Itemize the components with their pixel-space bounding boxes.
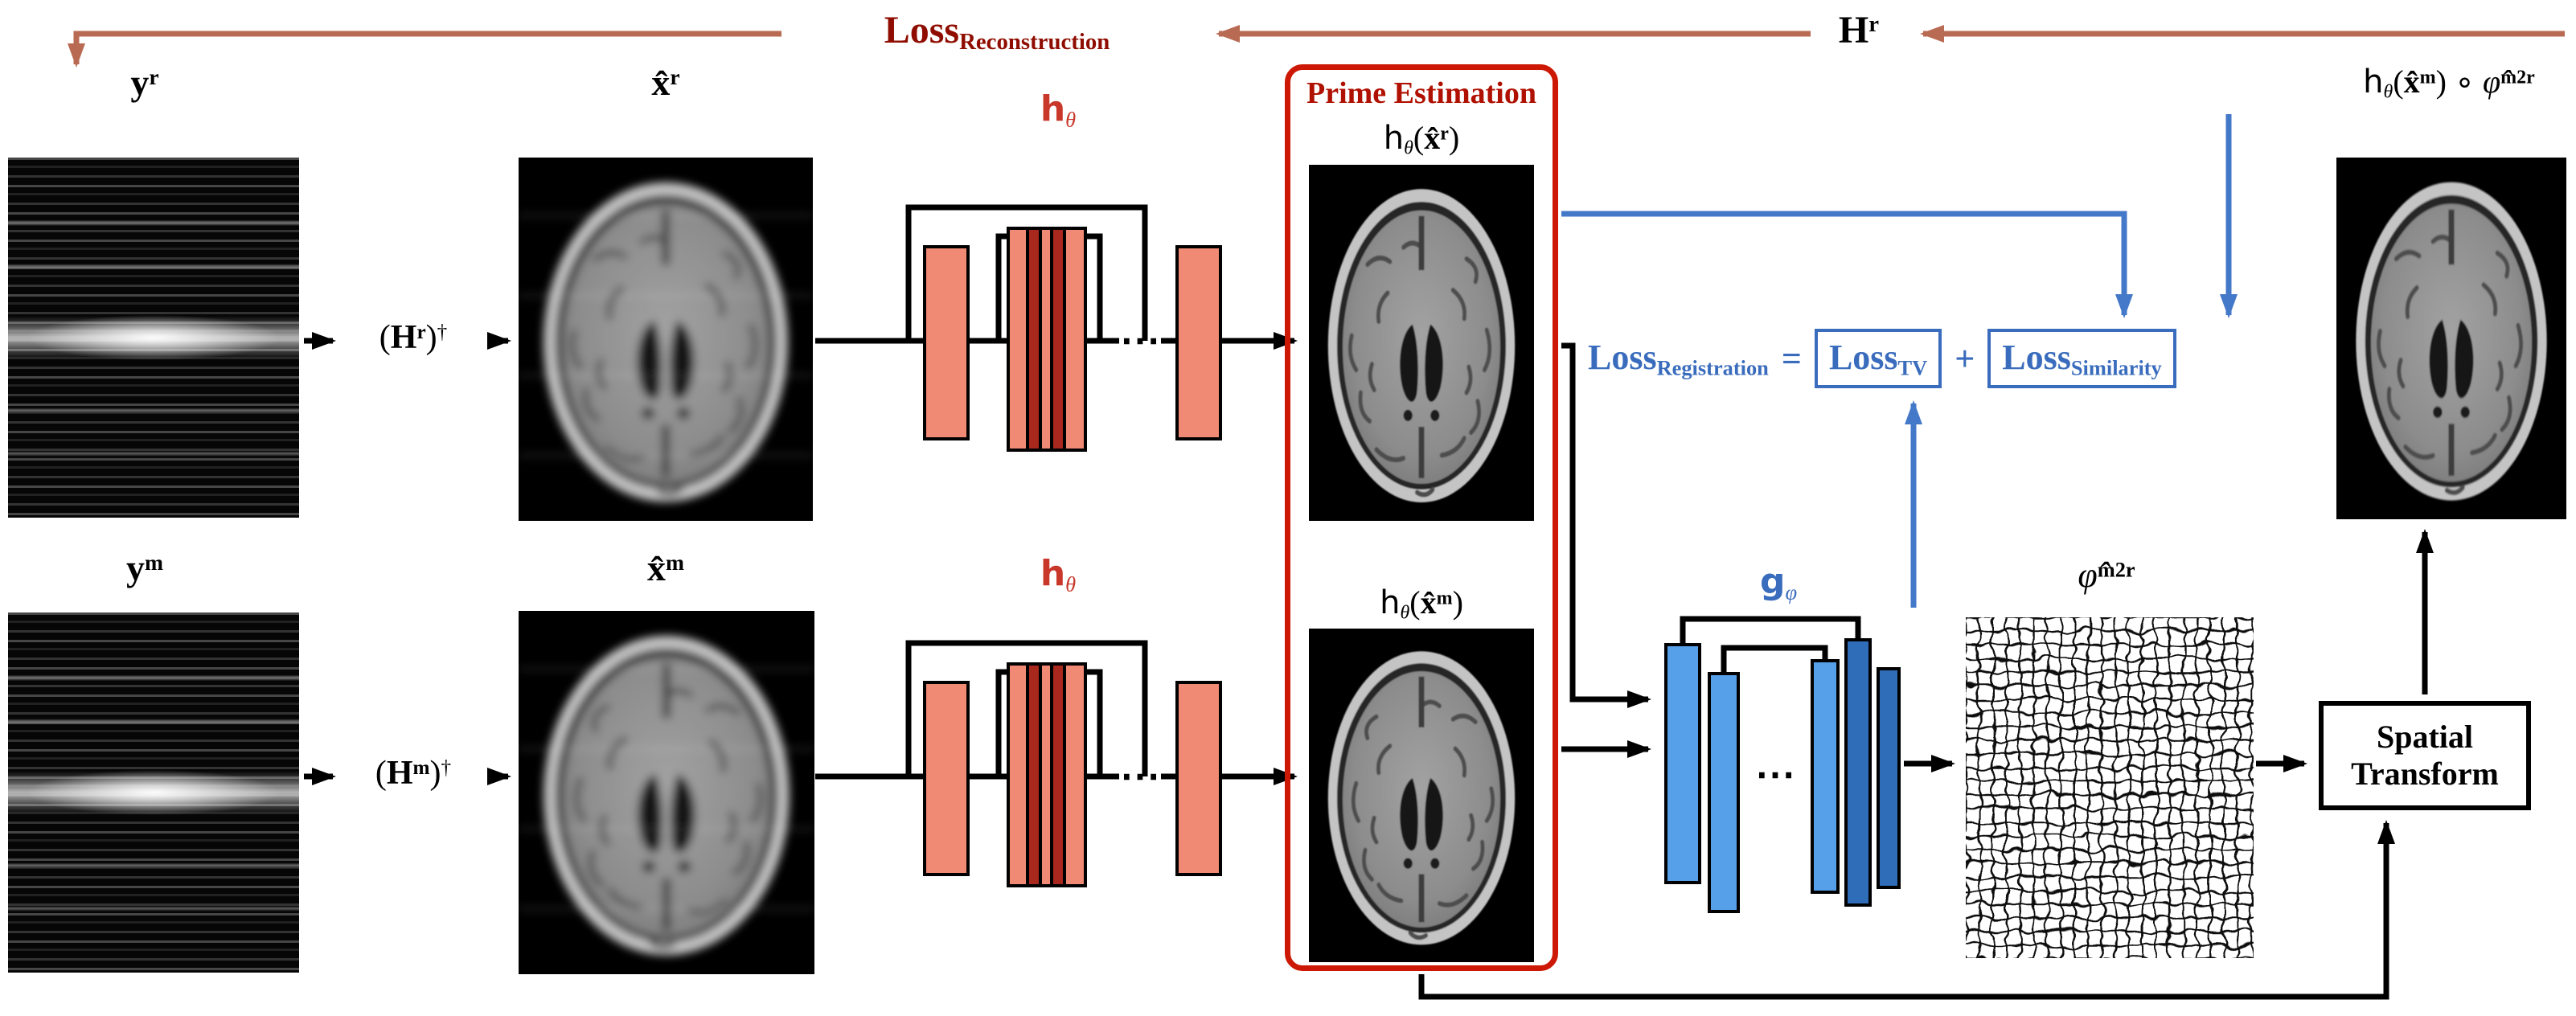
prime-estimation-title: Prime Estimation: [1306, 76, 1537, 110]
registration-net-block: [1664, 643, 1701, 884]
recon-network-ref-label: hθ: [1040, 88, 1077, 132]
kspace-mov-image: [8, 612, 299, 973]
reconstruction-loss-arrows: [68, 25, 2565, 68]
recon-mov-image: [519, 611, 814, 974]
spatial-transform-line2: Transform: [2351, 756, 2499, 792]
recon-net-block: [923, 681, 970, 876]
recon-ref-label: x̂r: [651, 62, 680, 103]
registration-net-block: [1877, 667, 1901, 889]
recon-net-block: [923, 245, 970, 440]
recon-net-block: [1175, 681, 1222, 876]
recon-net-block-stripe: [1026, 230, 1042, 449]
prime-output-ref-image: [1309, 165, 1534, 521]
deformation-field-label: φ̂m2r: [2078, 555, 2135, 595]
loss-registration-label: LossRegistration: [1588, 337, 1769, 380]
loss-similarity-box: LossSimilarity: [1987, 328, 2176, 389]
deformation-grid-image: [1966, 617, 2254, 958]
prime-output-mov-label: hθ(x̂m): [1380, 584, 1463, 624]
prime-estimation-box: [1285, 64, 1558, 971]
plus-sign: +: [1955, 338, 1975, 379]
recon-network-mov-label: hθ: [1040, 553, 1077, 596]
recon-net-block-stripe: [1050, 230, 1066, 449]
forward-operator-ref-label: Hr: [1838, 9, 1880, 51]
warped-output-image: [2336, 158, 2566, 519]
registration-net-block: [1844, 638, 1872, 907]
recon-net-block: [1175, 245, 1222, 440]
registration-loss-formula: LossRegistration = LossTV + LossSimilari…: [1588, 322, 2176, 395]
equals-sign: =: [1781, 338, 1802, 379]
recon-ref-image: [519, 158, 813, 521]
loss-tv-box: LossTV: [1814, 328, 1942, 389]
spatial-transform-box: Spatial Transform: [2319, 701, 2531, 810]
registration-network-label: gφ: [1759, 561, 1798, 604]
warped-output-label: hθ(x̂m) ∘ φ̂m2r: [2363, 63, 2535, 103]
kspace-mov-label: ym: [126, 547, 163, 588]
recon-mov-label: x̂m: [647, 547, 684, 588]
prime-output-ref-label: hθ(x̂r): [1383, 120, 1460, 159]
recon-net-ellipsis: ⋯: [1120, 318, 1160, 363]
kspace-ref-label: yr: [130, 62, 159, 103]
registration-net-block: [1708, 672, 1740, 913]
recon-net-block-stripe: [1050, 666, 1066, 884]
adjoint-mov-label: (Hm)†: [375, 755, 452, 792]
recon-net-ellipsis: ⋯: [1120, 753, 1160, 798]
spatial-transform-line1: Spatial: [2376, 719, 2474, 755]
registration-net-ellipsis: ⋯: [1755, 752, 1795, 797]
loss-reconstruction-label: LossReconstruction: [884, 9, 1110, 55]
registration-net-block: [1811, 659, 1840, 894]
recon-net-block-stripe: [1026, 666, 1042, 884]
recon-net-bottleneck-block: [1007, 227, 1087, 452]
kspace-ref-image: [8, 158, 299, 518]
recon-net-bottleneck-block: [1007, 662, 1087, 887]
adjoint-ref-label: (Hr)†: [379, 319, 448, 356]
